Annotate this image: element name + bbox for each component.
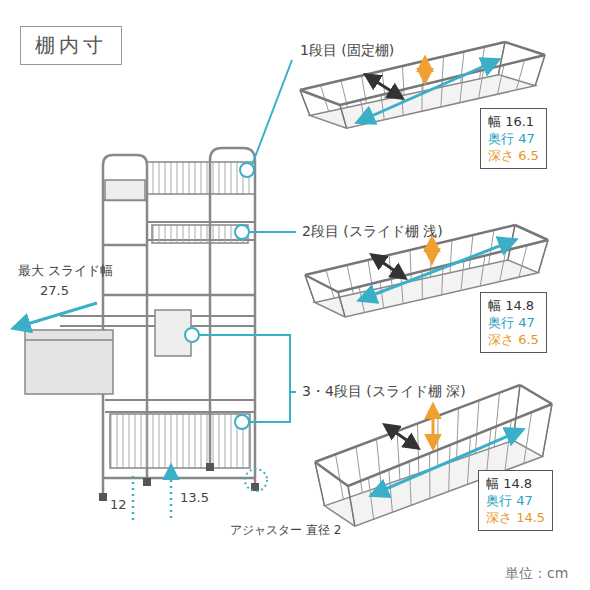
basket-wire — [326, 270, 334, 298]
basket-wire — [401, 276, 403, 303]
basket-wire — [442, 266, 443, 295]
basket-wire — [348, 486, 355, 526]
basket-wire — [305, 275, 338, 292]
dimension-box: 幅 14.8奥行 47深さ 6.5 — [480, 292, 547, 353]
basket-wire — [340, 105, 347, 128]
basket-wire — [535, 55, 545, 86]
basket-wire — [475, 400, 479, 453]
basket-wire — [498, 42, 505, 75]
tier-label: 3・4段目 (スライド棚 深) — [302, 383, 466, 401]
tier-label: 2段目 (スライド棚 浅) — [302, 223, 443, 241]
tier-label: 1段目 (固定棚) — [300, 42, 394, 60]
title-box: 棚内寸 — [20, 26, 122, 65]
basket-wire — [480, 47, 485, 79]
dimension-label: 最大 スライド幅 — [18, 262, 113, 280]
basket-wire — [340, 55, 545, 105]
basket-wire — [338, 292, 345, 317]
basket-wire — [538, 240, 548, 273]
dimension-text: 奥行 47 — [486, 492, 545, 509]
dimension-box: 幅 14.8奥行 47深さ 14.5 — [478, 470, 553, 531]
basket-wire — [437, 416, 438, 467]
dimension-value: 12 — [110, 497, 127, 512]
dimension-box: 幅 16.1奥行 47深さ 6.5 — [480, 108, 547, 169]
basket-wire — [381, 95, 384, 120]
basket-wire — [409, 461, 411, 505]
basket-wire — [422, 85, 423, 111]
basket-wire — [315, 462, 348, 486]
basket-wire — [380, 282, 384, 308]
basket-wire — [543, 404, 552, 457]
basket-wire — [498, 42, 505, 75]
basket-wire — [460, 75, 463, 103]
basket-wire — [450, 240, 452, 273]
dimension-text: 深さ 6.5 — [488, 147, 539, 164]
basket-wire — [340, 105, 347, 128]
dimension-text: 深さ 6.5 — [488, 331, 539, 348]
basket-wire — [516, 60, 524, 90]
basket-wire — [500, 250, 506, 281]
basket-wire — [338, 292, 345, 317]
basket-wire — [338, 240, 548, 292]
dimension-text: 深さ 14.5 — [486, 509, 545, 526]
basket-wire — [519, 245, 527, 277]
adjuster-note: アジャスター 直径 2 — [230, 522, 341, 539]
dimension-text: 奥行 47 — [488, 130, 539, 147]
basket-wire — [300, 90, 340, 105]
basket-wire — [368, 478, 373, 519]
basket-wire — [469, 235, 473, 268]
basket-wire — [520, 385, 552, 404]
basket-wire — [348, 486, 355, 526]
basket-wire — [543, 404, 552, 457]
basket-wire — [467, 437, 470, 485]
basket-wire — [429, 453, 430, 498]
dimension-text: 幅 14.8 — [488, 297, 539, 314]
basket-wire — [377, 439, 382, 486]
basket-wire — [505, 42, 545, 55]
basket-wire — [505, 420, 511, 470]
basket-wire — [457, 408, 459, 460]
basket-wire — [300, 42, 505, 90]
dimension-value: 27.5 — [40, 283, 69, 298]
basket-wire — [480, 256, 485, 286]
basket-wire — [515, 225, 548, 240]
basket-wire — [535, 55, 545, 86]
basket-wire — [479, 70, 484, 98]
basket-wire — [422, 61, 423, 91]
dimension-value: 13.5 — [180, 490, 209, 505]
unit-note: 単位：cm — [505, 565, 568, 583]
basket-wire — [410, 250, 411, 281]
basket-wire — [461, 261, 464, 291]
basket-wire — [538, 240, 548, 273]
dimension-text: 幅 16.1 — [488, 113, 539, 130]
dimension-text: 幅 14.8 — [486, 475, 545, 492]
basket-wire — [497, 65, 504, 94]
dimension-text: 奥行 47 — [488, 314, 539, 331]
basket-wire — [397, 431, 400, 479]
basket-wire — [356, 447, 362, 493]
basket-wire — [524, 412, 532, 463]
basket-wire — [449, 445, 450, 491]
basket-wire — [389, 470, 393, 513]
